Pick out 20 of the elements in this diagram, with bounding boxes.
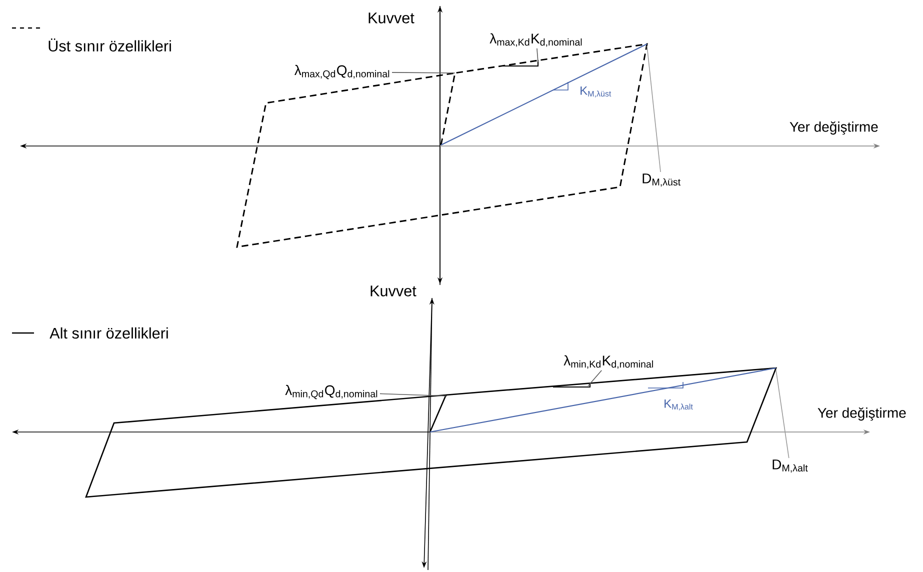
leader-line [536, 48, 538, 62]
legend-text: Üst sınır özellikleri [48, 38, 171, 52]
leader-line [776, 370, 790, 458]
axis-label: Kuvvet [368, 12, 414, 24]
leader-line [380, 393, 448, 396]
stiffness-label: K$_{M,λalt}$ [664, 400, 693, 410]
formula-label: λ$_{min,Kd}$K$_{d,nominal}$ [564, 355, 653, 369]
stiffness-label: K$_{M,λüst}$ [580, 86, 612, 98]
formula-label: D$_{M,λüst}$ [642, 174, 680, 187]
axis-label: Yer değiştirme [818, 407, 906, 421]
formula-label: λ$_{min,Qd}$Q$_{d,nominal}$ [285, 384, 378, 400]
leader-line [646, 46, 661, 172]
leader-line [392, 72, 456, 74]
formula-label: λ$_{max,Kd}$K$_{d,nominal}$ [490, 33, 582, 47]
axis-label: Kuvvet [370, 286, 416, 296]
axis-label: Yer değiştirme [790, 121, 878, 135]
leader-line [588, 370, 602, 386]
formula-label: λ$_{max,Qd}$Q$_{d,nominal}$ [294, 64, 390, 80]
legend-text: Alt sınır özellikleri [50, 327, 168, 339]
formula-label: D$_{M,λalt}$ [772, 460, 808, 473]
